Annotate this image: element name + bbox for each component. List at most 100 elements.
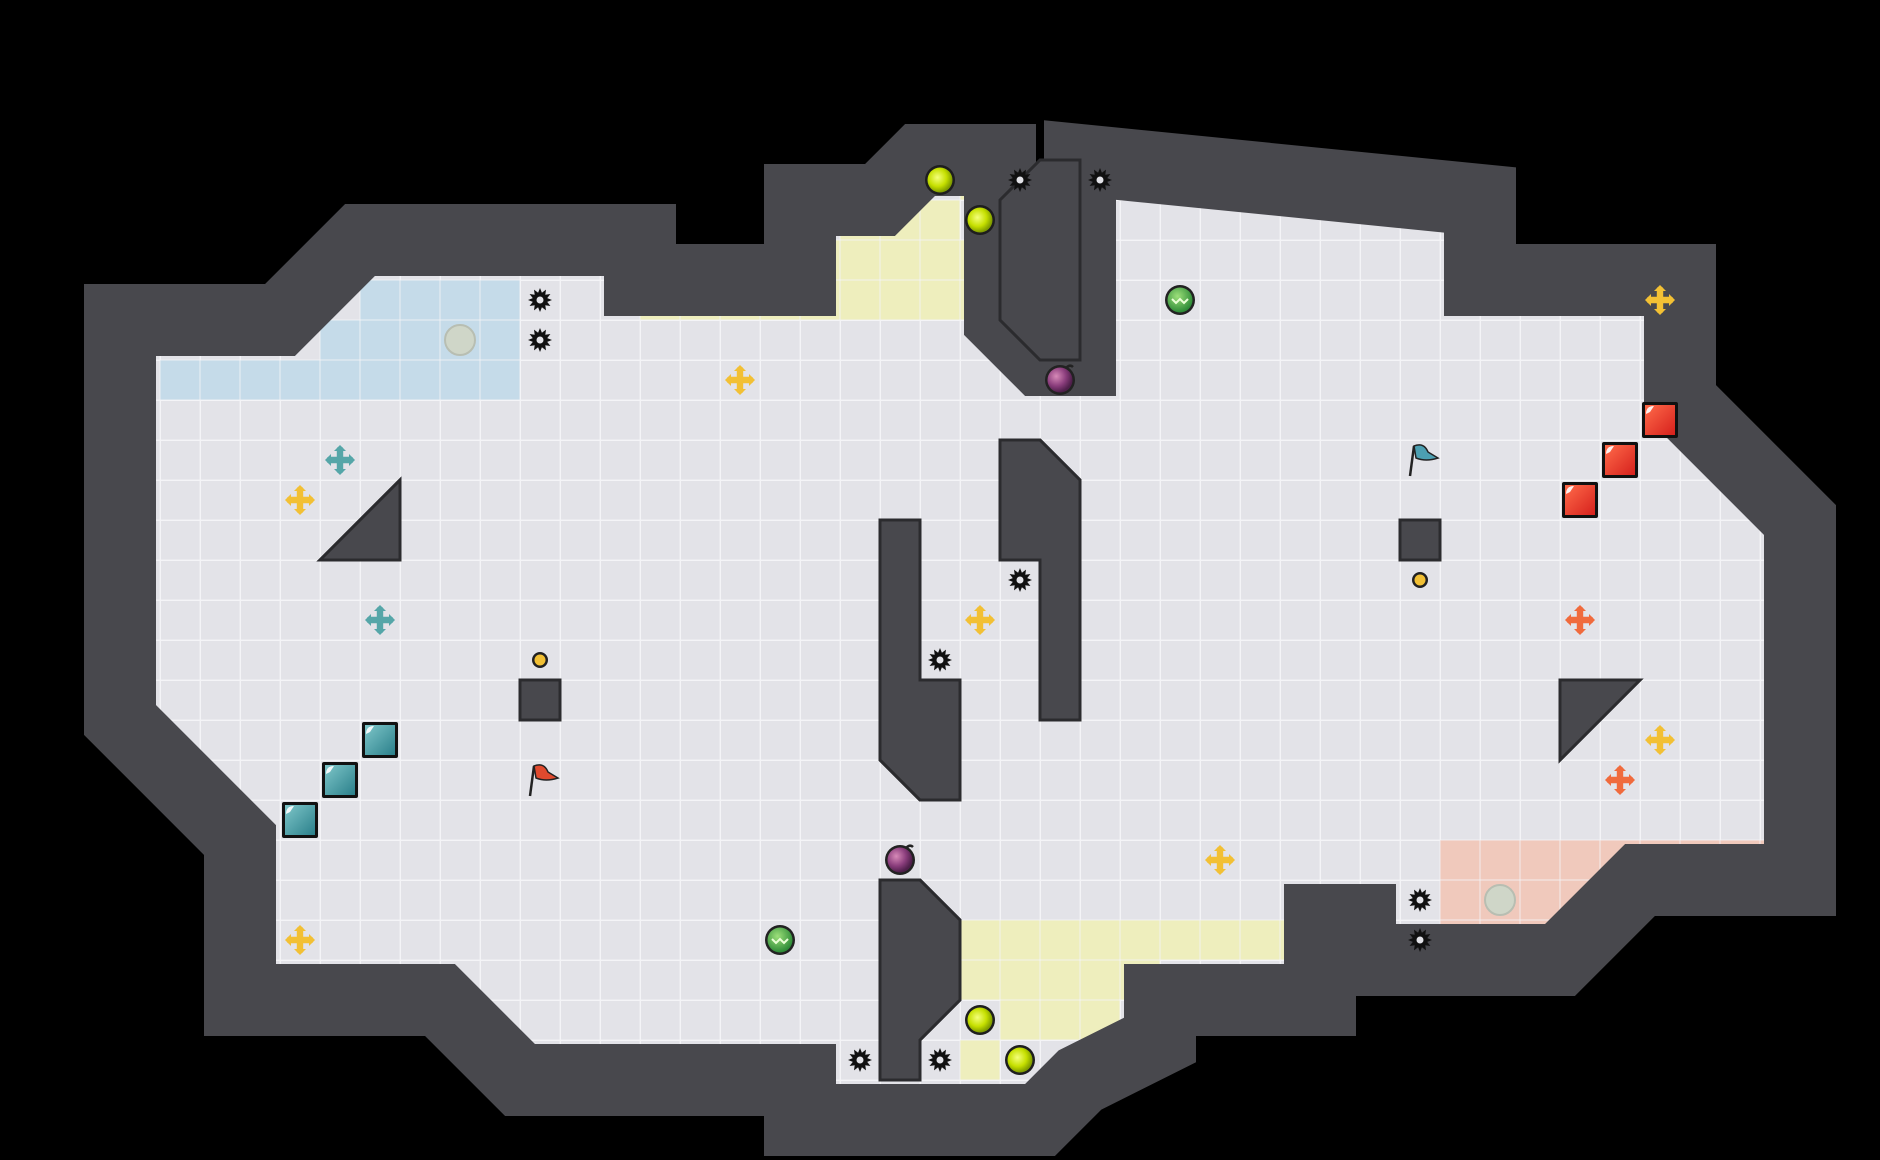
- spike-mine[interactable]: [1408, 888, 1432, 912]
- bomb[interactable]: [1045, 364, 1075, 395]
- yellow-booster[interactable]: [285, 925, 315, 955]
- zone-cell: [1560, 840, 1600, 880]
- zone-cell: [1480, 840, 1520, 880]
- spike-mine[interactable]: [1408, 928, 1432, 952]
- zone-cell: [440, 360, 480, 400]
- zone-cell: [320, 320, 360, 360]
- zone-cell: [480, 320, 520, 360]
- spike-mine[interactable]: [1088, 168, 1112, 192]
- yellow-orb[interactable]: [965, 205, 995, 235]
- speed-boost[interactable]: [765, 925, 795, 955]
- zone-cell: [1440, 840, 1480, 880]
- outer-wall-band: [84, 120, 1836, 1156]
- spike-mine[interactable]: [528, 288, 552, 312]
- spike-mine[interactable]: [928, 648, 952, 672]
- zone-cell: [360, 360, 400, 400]
- base-marker[interactable]: [1484, 884, 1516, 916]
- zone-cell: [1520, 840, 1560, 880]
- zone-cell: [1040, 920, 1080, 960]
- zone-cell: [1000, 920, 1040, 960]
- blue-booster[interactable]: [325, 445, 355, 475]
- yellow-booster[interactable]: [1205, 845, 1235, 875]
- spike-mine[interactable]: [1008, 568, 1032, 592]
- zone-cell: [840, 240, 880, 280]
- zone-cell: [1040, 1000, 1080, 1040]
- spike-mine[interactable]: [848, 1048, 872, 1072]
- bomb[interactable]: [885, 844, 915, 875]
- blue-tile[interactable]: [322, 762, 358, 798]
- zone-cell: [920, 240, 960, 280]
- zone-cell: [1080, 960, 1120, 1000]
- yellow-booster[interactable]: [965, 605, 995, 635]
- zone-cell: [1240, 920, 1280, 960]
- zone-cell: [1120, 920, 1160, 960]
- zone-cell: [1040, 960, 1080, 1000]
- zone-cell: [960, 960, 1000, 1000]
- red-tile[interactable]: [1562, 482, 1598, 518]
- zone-cell: [1000, 960, 1040, 1000]
- spike-mine[interactable]: [928, 1048, 952, 1072]
- zone-cell: [960, 920, 1000, 960]
- base-marker[interactable]: [444, 324, 476, 356]
- zone-cell: [1200, 920, 1240, 960]
- wall-pillar-lower-mid: [878, 878, 962, 1082]
- yellow-booster[interactable]: [285, 485, 315, 515]
- blue-tile[interactable]: [282, 802, 318, 838]
- spike-mine[interactable]: [1008, 168, 1032, 192]
- wall-block-right: [1398, 518, 1442, 562]
- zone-cell: [320, 360, 360, 400]
- red-tile[interactable]: [1602, 442, 1638, 478]
- red-flag[interactable]: [528, 764, 560, 797]
- red-booster[interactable]: [1565, 605, 1595, 635]
- zone-cell: [400, 320, 440, 360]
- zone-cell: [1520, 880, 1560, 920]
- wall-wedge-left: [316, 476, 402, 562]
- zone-cell: [840, 280, 880, 320]
- zone-cell: [400, 280, 440, 320]
- zone-cell: [200, 360, 240, 400]
- wall-pillar-upper-mid: [998, 158, 1082, 362]
- zone-cell: [440, 280, 480, 320]
- zone-cell: [280, 360, 320, 400]
- spike-mine[interactable]: [528, 328, 552, 352]
- zone-cell: [960, 1040, 1000, 1080]
- zone-cell: [1080, 920, 1120, 960]
- zone-cell: [480, 280, 520, 320]
- zone-cell: [360, 280, 400, 320]
- blue-flag[interactable]: [1408, 444, 1440, 477]
- small-token[interactable]: [1412, 572, 1428, 588]
- yellow-booster[interactable]: [1645, 725, 1675, 755]
- zone-cell: [1000, 1000, 1040, 1040]
- yellow-booster[interactable]: [1645, 285, 1675, 315]
- wall-wedge-right: [1558, 678, 1644, 764]
- zone-cell: [880, 240, 920, 280]
- zone-cell: [1440, 880, 1480, 920]
- zone-cell: [920, 200, 960, 240]
- zone-cell: [1160, 920, 1200, 960]
- wall-block-left: [518, 678, 562, 722]
- blue-tile[interactable]: [362, 722, 398, 758]
- speed-boost[interactable]: [1165, 285, 1195, 315]
- yellow-orb[interactable]: [1005, 1045, 1035, 1075]
- wall-pillar-center-left: [878, 518, 962, 802]
- entity-layer: [282, 165, 1678, 1075]
- zone-cell: [920, 280, 960, 320]
- yellow-orb[interactable]: [965, 1005, 995, 1035]
- small-token[interactable]: [532, 652, 548, 668]
- yellow-orb[interactable]: [925, 165, 955, 195]
- zone-cell: [880, 280, 920, 320]
- zone-cell: [480, 360, 520, 400]
- zone-cell: [400, 360, 440, 400]
- zone-cell: [160, 360, 200, 400]
- red-booster[interactable]: [1605, 765, 1635, 795]
- blue-booster[interactable]: [365, 605, 395, 635]
- zone-cell: [360, 320, 400, 360]
- wall-pillar-center-right: [998, 438, 1082, 722]
- red-tile[interactable]: [1642, 402, 1678, 438]
- zone-cell: [240, 360, 280, 400]
- yellow-booster[interactable]: [725, 365, 755, 395]
